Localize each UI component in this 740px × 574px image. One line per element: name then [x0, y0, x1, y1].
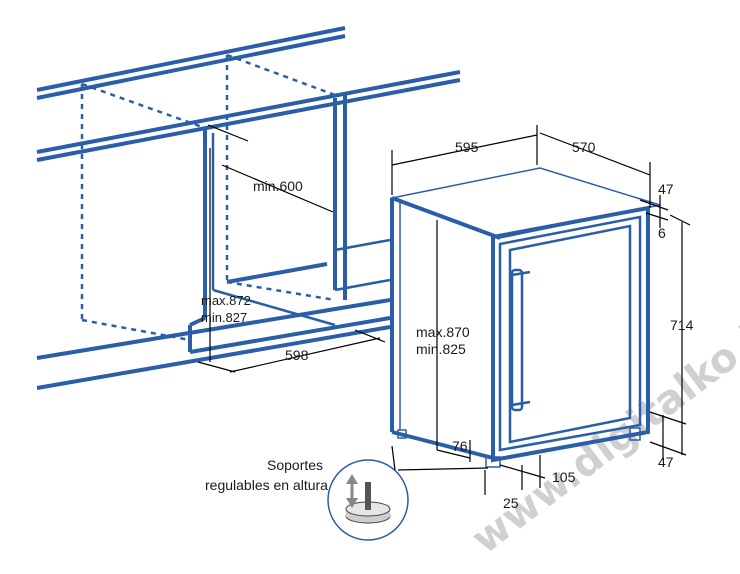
foot-depth-label: 105	[552, 469, 576, 485]
cabinet-depth-label: 570	[572, 139, 596, 155]
foot-inset-label: 76	[452, 438, 468, 454]
foot-width-label: 25	[503, 495, 519, 511]
unit-max-height-label: max.870	[416, 324, 470, 340]
up-down-arrow-icon	[346, 474, 358, 508]
cabinet-width-label: 595	[455, 139, 479, 155]
niche-structure	[36, 26, 461, 390]
door-height-label: 714	[670, 317, 694, 333]
callout-line1: Soportes	[267, 457, 323, 473]
appliance-unit	[389, 167, 661, 468]
bottom-gap-label: 47	[658, 454, 674, 470]
niche-dimensions: min.600 max.872 min.827 598	[197, 124, 386, 373]
unit-min-height-label: min.825	[416, 341, 466, 357]
niche-max-height-label: max.872	[201, 293, 251, 308]
door-offset-label: 47	[658, 181, 674, 197]
niche-depth-label: 598	[285, 347, 309, 363]
top-gap-label: 6	[658, 225, 666, 241]
watermark: www.digitalko.hu	[463, 290, 740, 563]
unit-dimensions: 595 570 47 6 714 47 max.870 min.825 76 1…	[391, 125, 694, 511]
adjustable-feet-callout: Soportes regulables en altura	[205, 445, 489, 541]
niche-min-width-label: min.600	[253, 178, 303, 194]
niche-min-height-label: min.827	[201, 310, 247, 325]
callout-line2: regulables en altura	[205, 477, 328, 493]
